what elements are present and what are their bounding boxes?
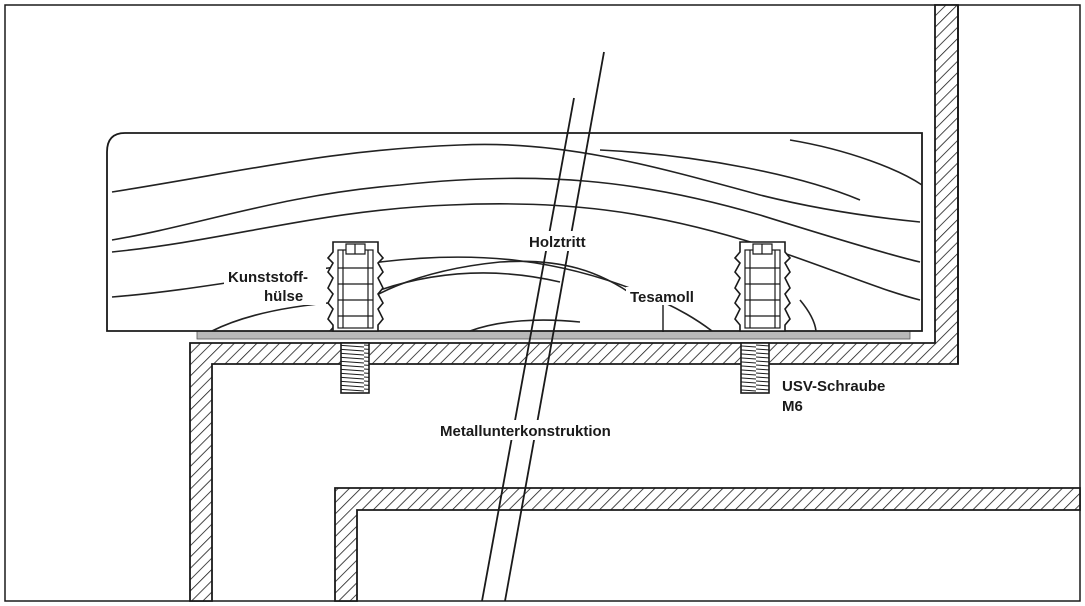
label-kunststoffhuelse-line1: Kunststoff-	[228, 269, 308, 286]
metal-frame-lower	[334, 487, 1081, 602]
metal-frame-upper	[189, 4, 959, 602]
usv-screw-right	[740, 342, 770, 394]
label-metallunterkonstruktion: Metallunterkonstruktion	[440, 423, 611, 440]
plastic-sleeve-right	[733, 241, 792, 332]
label-kunststoffhuelse-line2: hülse	[264, 288, 303, 305]
drawing-border	[4, 4, 1081, 602]
label-usv-schraube-line1: USV-Schraube	[782, 378, 885, 395]
label-usv-schraube-line2: M6	[782, 398, 803, 415]
section-break-line	[481, 51, 605, 602]
plastic-sleeve-left	[326, 241, 385, 332]
label-holztritt: Holztritt	[529, 234, 586, 251]
label-tesamoll: Tesamoll	[630, 289, 694, 306]
usv-screw-left	[340, 342, 370, 394]
